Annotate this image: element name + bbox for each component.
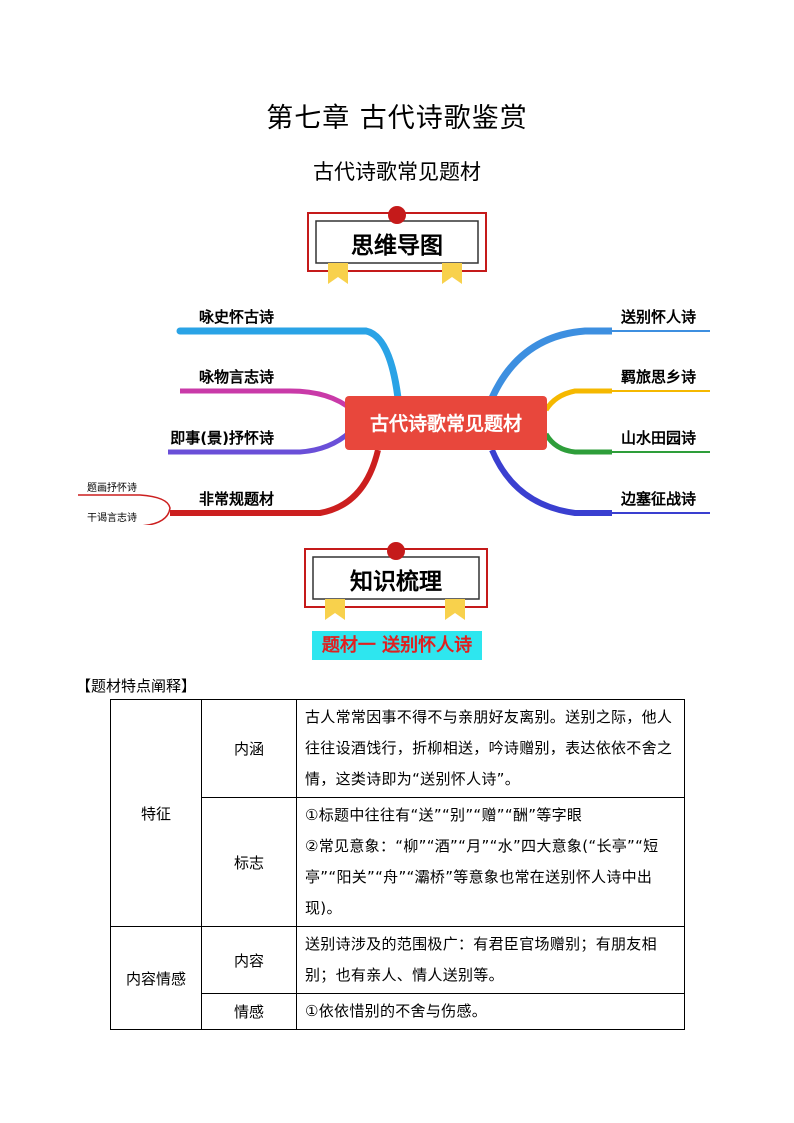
mind-map: 古代诗歌常见题材 咏史怀古诗 咏物言志诗 即事(景)抒怀诗 非常规题材 题画抒怀…: [78, 308, 710, 525]
branch-left-2: [180, 388, 354, 412]
table-row: 情感 ①依依惜别的不舍与伤感。: [111, 993, 685, 1030]
left-topic-1: 咏史怀古诗: [199, 308, 274, 326]
item-content-cell: ①依依惜别的不舍与伤感。: [296, 993, 685, 1030]
branch-right-1: [488, 327, 612, 400]
left-topic-3: 即事(景)抒怀诗: [170, 429, 274, 447]
branch-left-1: [176, 327, 402, 402]
ribbon-icon: [328, 263, 348, 284]
pin-icon: [388, 206, 406, 224]
group-cell: 内容情感: [110, 926, 202, 1030]
page-subtitle: 古代诗歌常见题材: [313, 160, 481, 184]
branch-left-4: [170, 449, 381, 516]
right-topic-2: 羁旅思乡诗: [621, 368, 696, 386]
sub-topic-1: 题画抒怀诗: [87, 481, 137, 494]
branch-right-2: [543, 388, 612, 412]
sub-topic-2: 干谒言志诗: [87, 511, 137, 524]
right-topic-4: 边塞征战诗: [620, 490, 696, 508]
center-node: [345, 396, 547, 450]
item-name-cell: 内容: [201, 926, 297, 994]
left-topic-4: 非常规题材: [199, 490, 274, 508]
item-name-cell: 情感: [201, 993, 297, 1030]
topic-heading: 题材一 送别怀人诗: [312, 631, 482, 660]
knowledge-banner-label: 知识梳理: [350, 568, 442, 595]
sub-branches: [78, 494, 171, 525]
right-topic-1: 送别怀人诗: [620, 308, 696, 326]
item-content-cell: ①标题中往往有“送”“别”“赠”“酬”等字眼 ②常见意象：“柳”“酒”“月”“水…: [296, 797, 685, 927]
left-topic-2: 咏物言志诗: [199, 368, 274, 386]
branch-right-3: [543, 432, 612, 455]
item-name-cell: 标志: [201, 797, 297, 927]
item-name-cell: 内涵: [201, 699, 297, 798]
table-row: 标志 ①标题中往往有“送”“别”“赠”“酬”等字眼 ②常见意象：“柳”“酒”“月…: [111, 797, 685, 927]
feature-table: 特征 内涵 古人常常因事不得不与亲朋好友离别。送别之际，他人往往设酒饯行，折柳相…: [110, 699, 685, 1030]
content-line: ①标题中往往有“送”“别”“赠”“酬”等字眼: [305, 806, 583, 824]
ribbon-icon: [445, 599, 465, 620]
mindmap-banner: 思维导图: [307, 206, 487, 284]
group-cell: 特征: [110, 699, 202, 927]
table-row: 特征 内涵 古人常常因事不得不与亲朋好友离别。送别之际，他人往往设酒饯行，折柳相…: [110, 699, 685, 927]
center-node-label: 古代诗歌常见题材: [370, 412, 522, 435]
content-line: ②常见意象：“柳”“酒”“月”“水”四大意象(“长亭”“短亭”“阳关”“舟”“灞…: [305, 837, 659, 917]
ribbon-icon: [442, 263, 462, 284]
section-label: 【题材特点阐释】: [76, 677, 197, 695]
page-title: 第七章 古代诗歌鉴赏: [266, 103, 528, 134]
right-topic-3: 山水田园诗: [621, 429, 696, 447]
item-content-cell: 古人常常因事不得不与亲朋好友离别。送别之际，他人往往设酒饯行，折柳相送，吟诗赠别…: [296, 699, 685, 798]
pin-icon: [387, 542, 405, 560]
item-content-cell: 送别诗涉及的范围极广：有君臣官场赠别；有朋友相别；也有亲人、情人送别等。: [296, 926, 685, 994]
knowledge-banner: 知识梳理: [304, 542, 488, 620]
table-row: 内容情感 内容 送别诗涉及的范围极广：有君臣官场赠别；有朋友相别；也有亲人、情人…: [110, 926, 685, 1030]
mindmap-banner-label: 思维导图: [351, 232, 443, 259]
branch-right-4: [489, 448, 612, 516]
ribbon-icon: [325, 599, 345, 620]
